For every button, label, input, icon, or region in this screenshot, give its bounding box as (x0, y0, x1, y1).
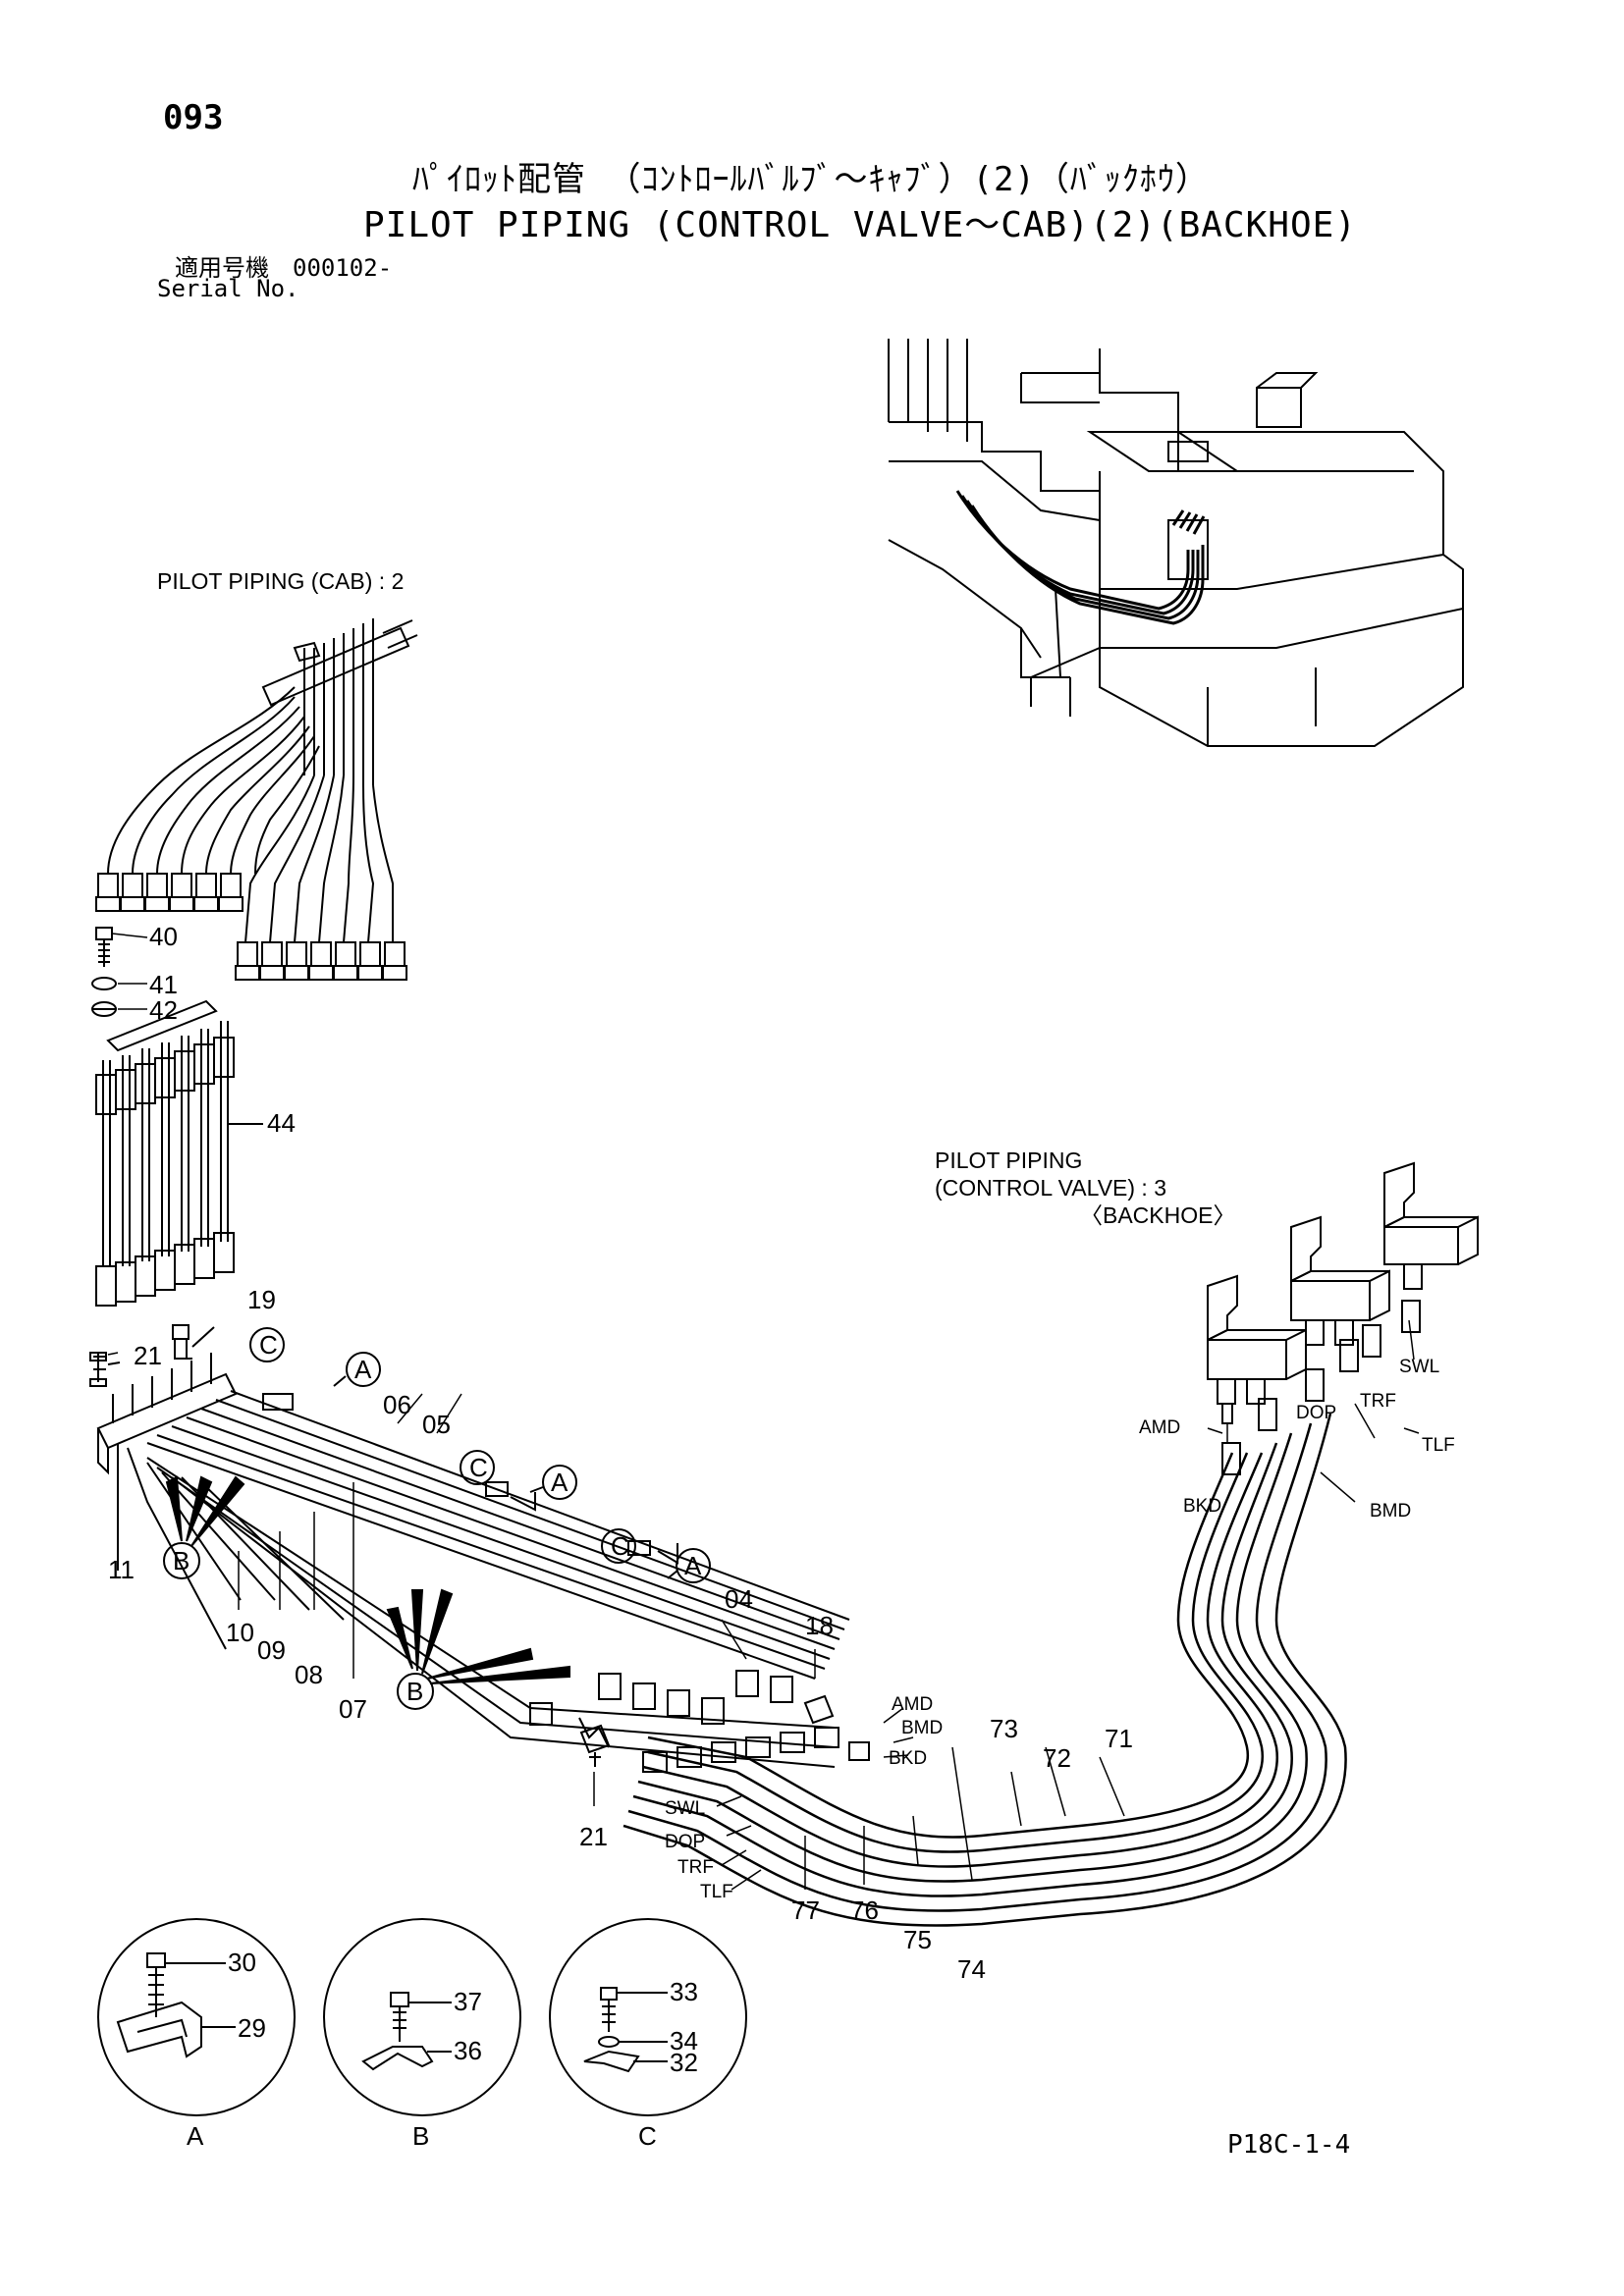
part-42: 42 (149, 995, 178, 1025)
detail-label-a: A (187, 2121, 204, 2151)
port-amd-top: AMD (1139, 1417, 1180, 1438)
port-trf-bottom: TRF (677, 1857, 714, 1878)
part-04: 04 (725, 1584, 753, 1614)
callout-c-1: C (259, 1330, 278, 1360)
port-dop-bottom: DOP (665, 1832, 705, 1852)
caption-cab-piping: PILOT PIPING (CAB) : 2 (157, 568, 404, 594)
serial-label-japanese: 適用号機 000102- (175, 254, 393, 282)
cab-fittings-left (95, 873, 244, 912)
serial-label-english: Serial No. (157, 275, 299, 302)
part-32: 32 (670, 2048, 698, 2077)
part-05: 05 (422, 1410, 451, 1439)
connector-block-11 (96, 1353, 238, 1571)
detail-circle-b (323, 1918, 521, 2116)
footer-code: P18C-1-4 (1227, 2130, 1351, 2160)
callout-a-3: A (684, 1551, 702, 1580)
caption-cv-piping-line1: PILOT PIPING (935, 1148, 1082, 1173)
part-34: 34 (670, 2026, 698, 2056)
port-bkd-bottom: BKD (889, 1748, 927, 1769)
machine-overview-drawing (888, 339, 1464, 747)
part-09: 09 (257, 1635, 286, 1665)
port-bmd-top: BMD (1370, 1501, 1411, 1522)
page-number: 093 (163, 98, 224, 137)
part-07: 07 (339, 1694, 367, 1724)
port-dop-top: DOP (1296, 1403, 1336, 1423)
callout-b-1: B (173, 1546, 189, 1575)
part-75: 75 (903, 1925, 932, 1954)
part-33: 33 (670, 1977, 698, 2006)
part-73: 73 (990, 1714, 1018, 1743)
title-japanese: ﾊﾟｲﾛｯﾄ配管 （ｺﾝﾄﾛｰﾙﾊﾞﾙﾌﾞ～ｷｬﾌﾞ）(2)（ﾊﾞｯｸﾎｳ） (412, 160, 1210, 199)
control-valve-2 (1290, 1215, 1390, 1346)
part-74: 74 (957, 1954, 986, 1984)
part-36: 36 (454, 2036, 482, 2065)
part-06: 06 (383, 1390, 411, 1419)
pipe-bundle-long (127, 1390, 850, 1768)
detail-label-b: B (412, 2121, 429, 2151)
bolt-washer-nut (91, 927, 117, 1017)
port-swl-top: SWL (1399, 1357, 1439, 1377)
callout-a-1: A (354, 1355, 372, 1384)
fitting-19-21 (89, 1324, 215, 1387)
part-71: 71 (1105, 1724, 1133, 1753)
port-swl-bottom: SWL (665, 1798, 705, 1819)
port-tlf-bottom: TLF (700, 1882, 733, 1902)
part-19: 19 (247, 1285, 276, 1314)
part-08: 08 (295, 1660, 323, 1689)
lower-connectors (642, 1727, 870, 1773)
hose-ends-row (529, 1670, 793, 1726)
cab-hose-bundle (95, 618, 418, 981)
part-11: 11 (108, 1555, 135, 1584)
callout-c-2: C (469, 1453, 488, 1482)
control-valve-1 (1207, 1274, 1307, 1424)
part-37: 37 (454, 1987, 482, 2016)
leader-lines (107, 933, 1420, 1891)
port-tlf-top: TLF (1422, 1435, 1455, 1456)
part-10: 10 (226, 1618, 254, 1647)
part-30: 30 (228, 1948, 256, 1977)
title-english: PILOT PIPING (CONTROL VALVE～CAB)(2)(BACK… (363, 205, 1357, 245)
part-41: 41 (149, 970, 178, 999)
callout-b-2: B (406, 1677, 423, 1706)
port-trf-top: TRF (1360, 1391, 1396, 1412)
control-valve-hoses (623, 1413, 1347, 1927)
port-bkd-top: BKD (1183, 1496, 1221, 1517)
caption-cv-piping-line3: 〈BACKHOE〉 (1080, 1202, 1235, 1228)
callout-c-3: C (611, 1531, 629, 1561)
part-77: 77 (791, 1896, 820, 1925)
callout-circles (163, 1327, 711, 1710)
part-21-lower: 21 (579, 1822, 608, 1851)
b-pointer-wedges (165, 1475, 570, 1684)
part-76: 76 (850, 1896, 879, 1925)
detail-circle-a (97, 1918, 296, 2116)
control-valve-3 (1383, 1161, 1479, 1290)
detail-circle-c (549, 1918, 747, 2116)
callout-a-2: A (551, 1468, 568, 1497)
part-21-upper: 21 (134, 1341, 162, 1370)
part-18: 18 (805, 1611, 834, 1640)
part-72: 72 (1043, 1743, 1071, 1773)
part-44: 44 (267, 1108, 296, 1138)
vertical-hose-assembly (95, 999, 263, 1307)
part-29: 29 (238, 2013, 266, 2043)
caption-cv-piping-line2: (CONTROL VALVE) : 3 (935, 1175, 1166, 1201)
part-40: 40 (149, 922, 178, 951)
port-amd-bottom: AMD (892, 1694, 933, 1715)
detail-label-c: C (638, 2121, 657, 2151)
fitting-21-lower (579, 1724, 611, 1767)
cab-fittings-right (235, 941, 407, 981)
port-bmd-bottom: BMD (901, 1718, 943, 1738)
